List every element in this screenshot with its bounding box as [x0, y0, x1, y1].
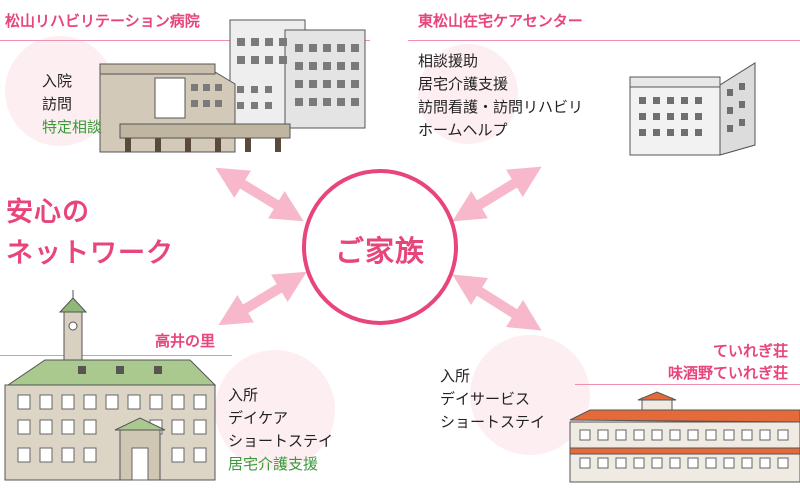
hospital-service-item: 特定相談 [42, 118, 103, 136]
hospital-title: 松山リハビリテーション病院 [5, 12, 200, 30]
hospital-service-item: 入院 [42, 72, 73, 90]
teiregi-title-rule [575, 384, 800, 385]
hospital-services: 入院 訪問 特定相談 [42, 70, 102, 139]
network-label-line: 安心の [6, 197, 90, 228]
network-label: 安心の ネットワーク [6, 192, 174, 274]
teiregi-service-item: デイサービス [440, 390, 531, 408]
teiregi-title: ていれぎ荘 [712, 342, 788, 360]
takai-service-item: 入所 [228, 386, 259, 404]
misakeno-teiregi-title: 味酒野ていれぎ荘 [667, 364, 788, 382]
hospital-service-item: 訪問 [42, 95, 73, 113]
double-arrow-bottom-right [452, 274, 542, 331]
homecare-services: 相談援助 居宅介護支援 訪問看護・訪問リハビリ ホームヘルプ [418, 50, 583, 142]
teiregi-service-item: 入所 [440, 367, 471, 385]
hospital-blob [5, 36, 115, 146]
takai-service-item: 居宅介護支援 [228, 455, 319, 473]
takai-services: 入所 デイケア ショートステイ 居宅介護支援 [228, 384, 333, 476]
homecare-title-rule [408, 40, 800, 41]
double-arrow-top-right [452, 166, 542, 222]
homecare-service-item: 相談援助 [418, 52, 479, 70]
hospital-building-illustration [99, 19, 366, 153]
takai-service-item: デイケア [228, 409, 289, 427]
double-arrow-bottom-left [218, 271, 307, 326]
homecare-service-item: 訪問看護・訪問リハビリ [418, 98, 584, 116]
takai-blob [215, 350, 335, 470]
teiregi-service-item: ショートステイ [440, 413, 546, 431]
homecare-title: 東松山在宅ケアセンター [418, 12, 583, 30]
network-label-line: ネットワーク [6, 238, 174, 269]
homecare-service-item: 居宅介護支援 [418, 75, 509, 93]
homecare-service-item: ホームヘルプ [418, 121, 508, 139]
takai-building-illustration [4, 290, 217, 481]
homecare-blob [418, 44, 518, 144]
family-hub-circle [302, 169, 458, 325]
hospital-title-rule [0, 40, 370, 41]
homecare-building-illustration [629, 62, 756, 156]
double-arrow-top-left [215, 167, 304, 222]
teiregi-services: 入所 デイサービス ショートステイ [440, 365, 545, 434]
takai-title: 高井の里 [155, 332, 216, 350]
teiregi-building-illustration [569, 391, 800, 483]
takai-service-item: ショートステイ [228, 432, 334, 450]
family-hub-label: ご家族 [334, 234, 425, 268]
takai-title-rule [0, 355, 232, 356]
